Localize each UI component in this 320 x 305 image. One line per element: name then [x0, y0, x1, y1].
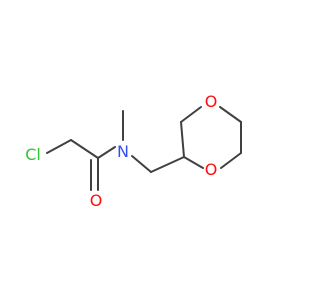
bond-ring-o1-c2 — [183, 156, 204, 169]
carbonyl-oxygen-label: O — [90, 191, 103, 210]
bond-n-ch2 — [131, 155, 152, 173]
bond-ch2-ringc — [150, 156, 185, 173]
ring-oxygen-top-label: O — [205, 92, 218, 111]
bond-ring-c3-o4 — [180, 106, 202, 123]
molecule-diagram: Cl O N O O — [25, 92, 242, 210]
chlorine-atom-label: Cl — [25, 145, 41, 164]
bond-carbonyl-n — [97, 146, 116, 159]
ring-oxygen-bottom-label: O — [205, 160, 218, 179]
structure-svg: Cl O N O O — [25, 92, 242, 210]
amide-nitrogen-label: N — [117, 142, 129, 161]
bond-cl-ch2 — [46, 139, 72, 154]
bond-ring-c6-o1 — [220, 152, 242, 169]
bond-ch2-carbonyl — [70, 139, 99, 159]
bond-ring-c2-c3 — [180, 121, 185, 158]
bonds — [46, 106, 242, 191]
bond-ring-o4-c5 — [219, 106, 242, 123]
